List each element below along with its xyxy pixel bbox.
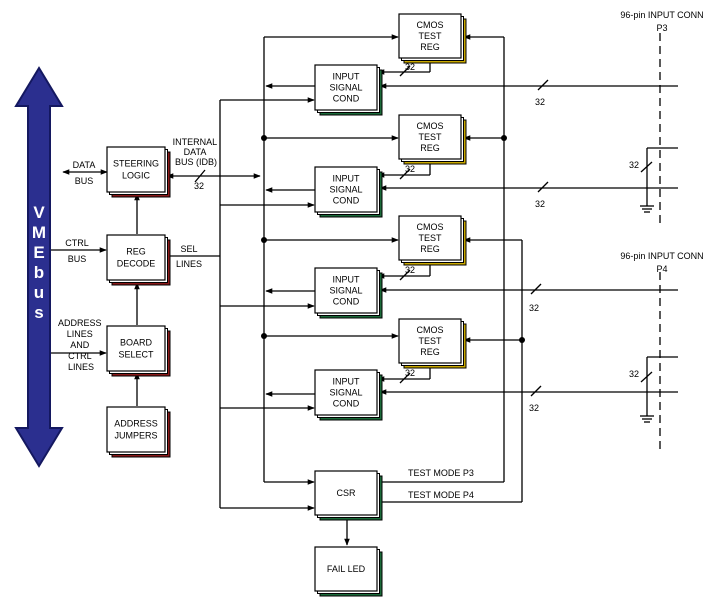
block-label: FAIL LED (327, 564, 366, 574)
width-label: 32 (405, 265, 415, 275)
width-label: 32 (629, 369, 639, 379)
left-wiring (51, 169, 261, 406)
width-label: 32 (405, 62, 415, 72)
width-label: 32 (405, 368, 415, 378)
connector-wiring (379, 33, 678, 452)
idb-width-label: 32 (194, 181, 204, 191)
width-label: 32 (529, 403, 539, 413)
width-label: 32 (405, 164, 415, 174)
internal-data-bus-label: INTERNAL DATA BUS (IDB) (173, 137, 220, 167)
block-label: CSR (336, 488, 356, 498)
vmebus-letter: M (32, 223, 46, 242)
bus-wiring (219, 34, 399, 511)
vmebus-letter: s (34, 303, 43, 322)
register-wiring (344, 34, 525, 546)
vmebus-letter: b (34, 263, 44, 282)
address-lines-label: ADDRESS LINES AND CTRL LINES (58, 318, 104, 372)
width-label: 32 (529, 303, 539, 313)
vmebus-shape (14, 66, 64, 468)
width-label: 32 (629, 160, 639, 170)
csr-block: CSR (314, 470, 383, 521)
width-label: 32 (535, 199, 545, 209)
vmebus-letter: V (33, 203, 45, 222)
fail-led-block: FAIL LED (314, 546, 383, 597)
test-mode-p4-label: TEST MODE P4 (408, 490, 474, 500)
test-mode-p3-label: TEST MODE P3 (408, 468, 474, 478)
width-label: 32 (535, 97, 545, 107)
vmebus-letter: E (33, 243, 44, 262)
vmebus-letter: u (34, 283, 44, 302)
